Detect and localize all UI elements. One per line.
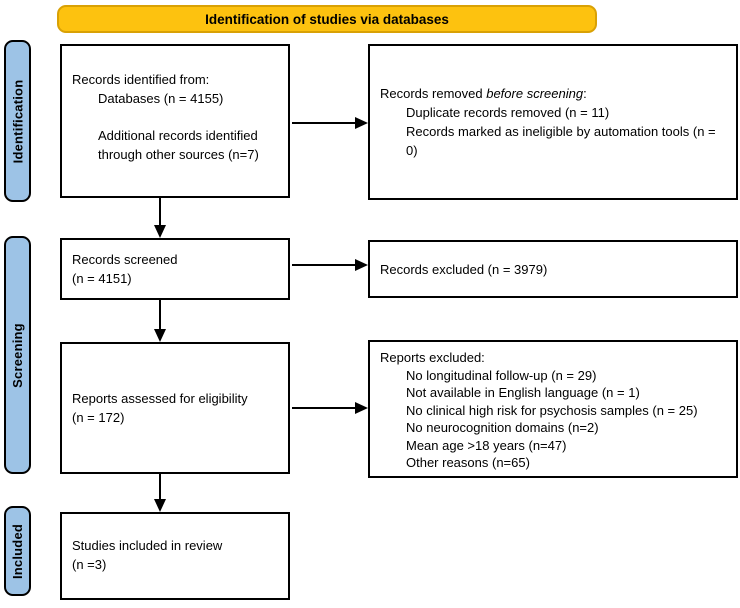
arrow-screened-to-assessed-line [159,300,161,330]
records-removed-title: Records removed before screening: [380,84,728,103]
arrow-identified-to-removed-head [355,117,368,129]
records-identified-additional: Additional records identified through ot… [98,128,259,162]
studies-included-line2: (n =3) [72,557,107,572]
reports-excluded-item: Mean age >18 years (n=47) [406,437,567,453]
reports-excluded-item: No longitudinal follow-up (n = 29) [406,367,597,383]
arrow-assessed-to-included-head [154,499,166,512]
reports-excluded-item: Other reasons (n=65) [406,455,530,470]
box-studies-included: Studies included in review (n =3) [60,512,290,600]
reports-excluded-item: No neurocognition domains (n=2) [406,420,599,435]
stage-label-screening: Screening [4,236,31,474]
box-reports-excluded: Reports excluded: No longitudinal follow… [368,340,738,478]
records-identified-databases: Databases (n = 4155) [98,91,224,106]
arrow-assessed-to-included-line [159,474,161,500]
arrow-screened-to-excluded-line [292,264,355,266]
records-removed-item: Duplicate records removed (n = 11) [406,105,610,120]
box-reports-assessed: Reports assessed for eligibility (n = 17… [60,342,290,474]
records-removed-item: Records marked as ineligible by automati… [406,124,716,158]
box-records-identified: Records identified from: Databases (n = … [60,44,290,198]
stage-label-included-text: Included [10,523,25,579]
banner-identification-via-databases: Identification of studies via databases [57,5,597,33]
records-excluded-label: Records excluded (n = 3979) [380,261,548,277]
stage-label-included: Included [4,506,31,596]
reports-assessed-line2: (n = 172) [72,410,125,425]
arrow-identified-to-screened-line [159,198,161,226]
arrow-identified-to-screened-head [154,225,166,238]
records-screened-line2: (n = 4151) [72,271,132,286]
arrow-assessed-to-reports-excluded-line [292,407,355,409]
box-records-screened: Records screened (n = 4151) [60,238,290,300]
arrow-identified-to-removed-line [292,122,355,124]
reports-excluded-item: Not available in English language (n = 1… [406,385,640,400]
records-screened-line1: Records screened [72,252,178,267]
records-identified-title: Records identified from: [72,72,210,87]
records-removed-title-italic: before screening [486,86,584,101]
banner-label: Identification of studies via databases [205,11,449,27]
arrow-screened-to-assessed-head [154,329,166,342]
stage-label-screening-text: Screening [10,322,25,388]
stage-label-identification: Identification [4,40,31,202]
reports-excluded-title: Reports excluded: [380,350,485,365]
stage-label-identification-text: Identification [10,79,26,163]
reports-assessed-line1: Reports assessed for eligibility [72,391,248,406]
records-removed-title-prefix: Records removed [380,86,487,101]
arrow-screened-to-excluded-head [355,259,368,271]
studies-included-line1: Studies included in review [72,538,223,553]
box-records-excluded: Records excluded (n = 3979) [368,240,738,298]
records-removed-title-suffix: : [583,86,587,101]
reports-excluded-item: No clinical high risk for psychosis samp… [406,402,698,418]
arrow-assessed-to-reports-excluded-head [355,402,368,414]
box-records-removed: Records removed before screening: Duplic… [368,44,738,200]
